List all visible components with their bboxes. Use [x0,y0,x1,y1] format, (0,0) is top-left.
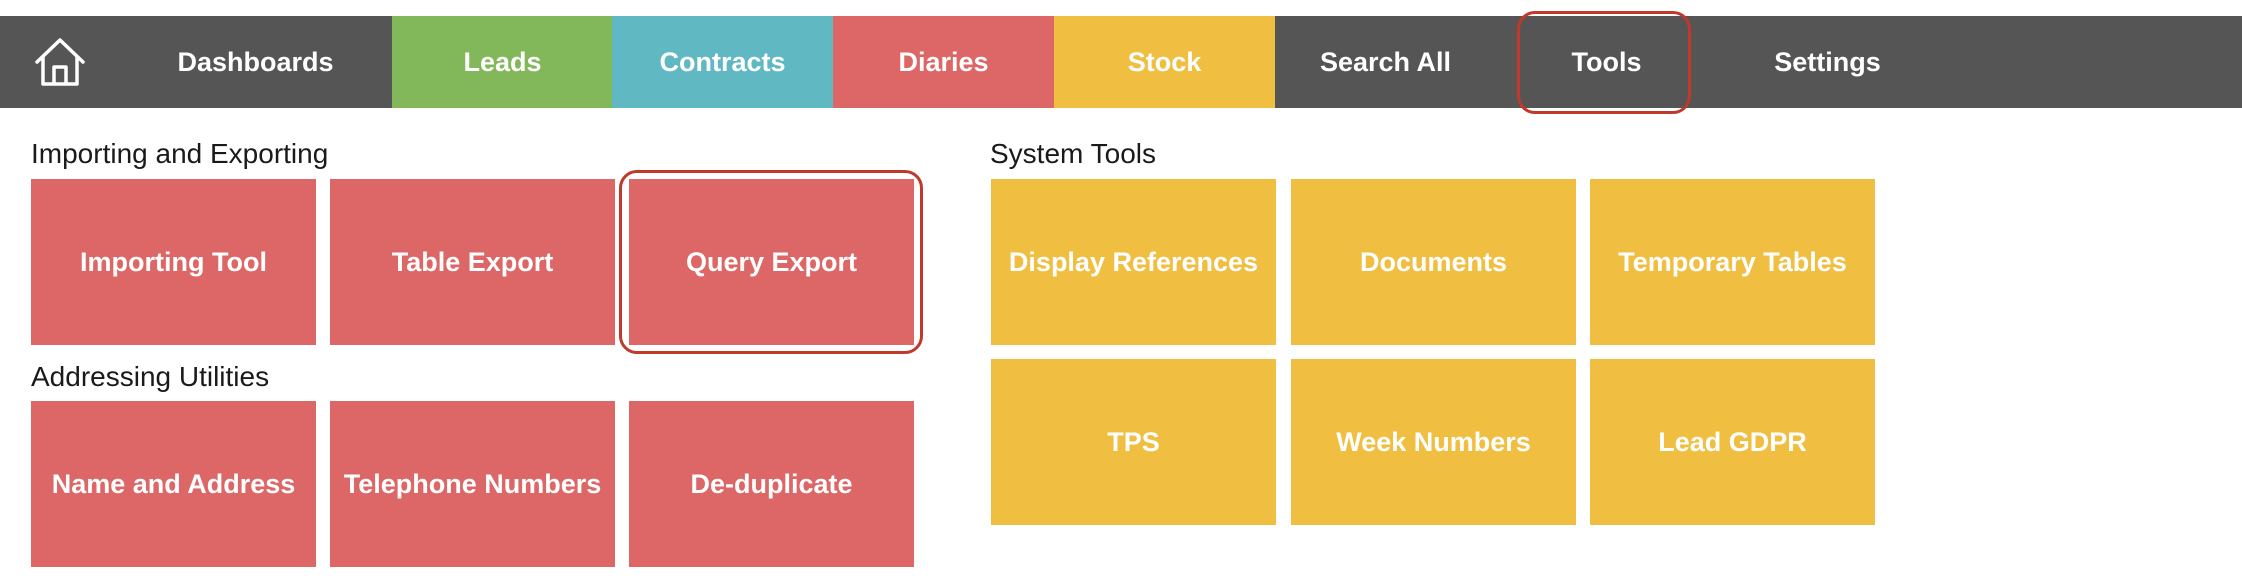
nav-home-button[interactable] [0,16,120,108]
section-title-system-tools: System Tools [990,138,1156,169]
nav-tab-stock[interactable]: Stock [1054,16,1275,108]
nav-tab-tools[interactable]: Tools [1496,16,1717,108]
tile-documents[interactable]: Documents [1291,179,1576,345]
tile-tps[interactable]: TPS [991,359,1276,525]
nav-tab-dashboards[interactable]: Dashboards [145,16,366,108]
tile-temporary-tables[interactable]: Temporary Tables [1590,179,1875,345]
tile-lead-gdpr[interactable]: Lead GDPR [1590,359,1875,525]
tile-display-references[interactable]: Display References [991,179,1276,345]
home-icon [35,38,85,86]
tile-name-and-address[interactable]: Name and Address [31,401,316,567]
tile-telephone-numbers[interactable]: Telephone Numbers [330,401,615,567]
section-title-addressing: Addressing Utilities [31,361,270,392]
tile-week-numbers[interactable]: Week Numbers [1291,359,1576,525]
nav-tab-diaries[interactable]: Diaries [833,16,1054,108]
nav-tab-leads[interactable]: Leads [392,16,613,108]
section-title-importing: Importing and Exporting [31,138,329,169]
tile-de-duplicate[interactable]: De-duplicate [629,401,914,567]
nav-tab-contracts[interactable]: Contracts [612,16,833,108]
top-nav-bar: Dashboards Leads Contracts Diaries Stock… [0,11,2242,114]
tile-query-export[interactable]: Query Export [629,179,914,345]
tile-importing-tool[interactable]: Importing Tool [31,179,316,345]
tile-table-export[interactable]: Table Export [330,179,615,345]
nav-tab-search-all[interactable]: Search All [1275,16,1496,108]
nav-tab-settings[interactable]: Settings [1717,16,1938,108]
